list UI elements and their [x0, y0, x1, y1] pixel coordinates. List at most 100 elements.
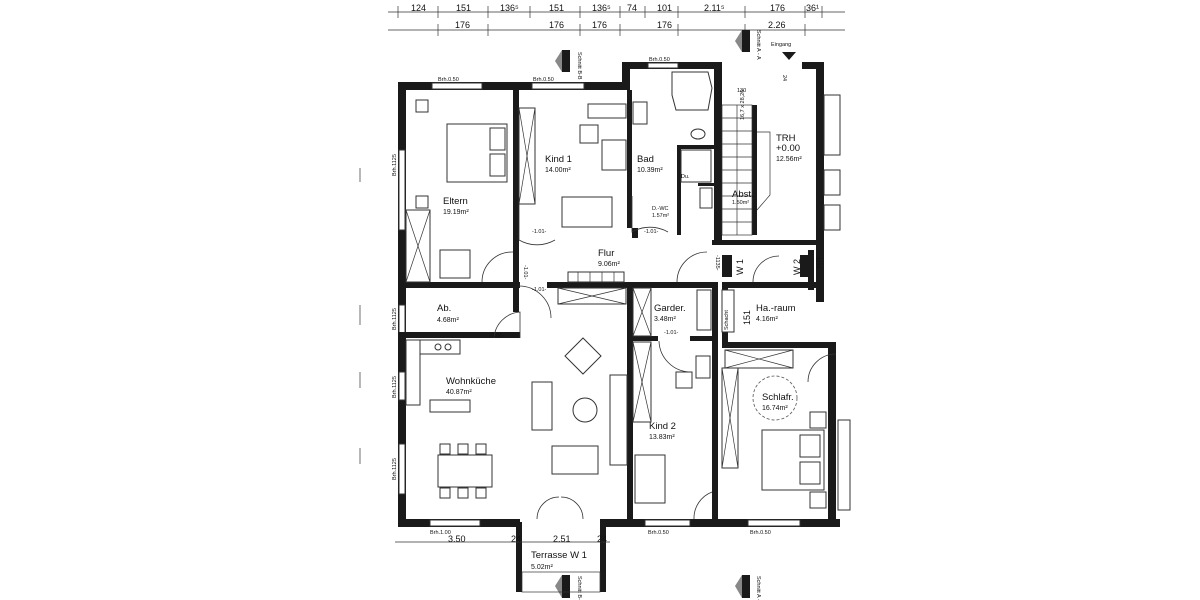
dim-130: 130	[737, 88, 746, 94]
room-trh-level: +0.00	[776, 143, 800, 154]
dim-top-9: 176	[770, 3, 785, 13]
doors	[481, 196, 837, 520]
room-terrasse: Terrasse W 1	[531, 550, 587, 561]
room-eltern-area: 19.19m²	[443, 209, 469, 216]
door-label-2: -1.01-	[644, 229, 659, 235]
room-ab: Ab.	[437, 303, 451, 314]
wardrobe-eltern	[405, 209, 471, 283]
brh-label-3: Brh.0.50	[649, 57, 670, 63]
room-schlafr: Schlafr.	[762, 392, 794, 403]
dim-bottom-2: 24	[511, 534, 521, 544]
dim-top-10: 36¹	[806, 3, 819, 13]
room-trh: TRH	[776, 133, 796, 144]
door-label-7: -1135-	[714, 255, 720, 271]
door-label-4: -1.01-	[490, 333, 505, 339]
door-label-1: -1.01-	[532, 229, 547, 235]
dim-top-6: 74	[627, 3, 637, 13]
brh-label-10: Brh.1125	[392, 458, 398, 480]
wall-marker-w1-label: W 1	[735, 259, 745, 275]
furniture-flur	[557, 271, 627, 305]
room-terrasse-area: 5.02m²	[531, 564, 553, 571]
stair-label: 16,7 x 28,26	[740, 90, 746, 120]
entrance-label: Eingang	[771, 42, 791, 48]
brh-label-2: Brh.0.50	[533, 77, 554, 83]
room-garder-area: 3.48m²	[654, 316, 676, 323]
top-dimension-chain: 124 151 136⁵ 151 136⁵ 74 101 2.11⁵ 176 3…	[388, 3, 845, 36]
room-wohnkueche-area: 40.87m²	[446, 389, 472, 396]
room-haraum-area: 4.16m²	[756, 316, 778, 323]
door-label-5: -1.01-	[664, 330, 679, 336]
room-schlafr-area: 16.74m²	[762, 405, 788, 412]
room-bad: Bad	[637, 154, 654, 165]
section-label-bb-top: Schnitt B-B	[576, 52, 582, 80]
staircase: 16,7 x 28,26 130	[721, 88, 771, 236]
dim-top2-3: 176	[592, 20, 607, 30]
dim-top-4: 151	[549, 3, 564, 13]
furniture-kind2	[632, 341, 711, 504]
room-flur: Flur	[598, 248, 614, 259]
brh-label-4: Brh.1.00	[430, 530, 451, 536]
dim-top2-4: 176	[657, 20, 672, 30]
room-bad-area: 10.39m²	[637, 167, 663, 174]
schacht-label: Schacht	[724, 310, 730, 330]
furniture-kind1	[518, 103, 627, 228]
dim-bottom-4: 24	[597, 534, 607, 544]
room-kind2-area: 13.83m²	[649, 434, 675, 441]
windows	[398, 62, 801, 527]
section-marker-aa-bottom: Schnitt A - A	[735, 575, 761, 600]
section-marker-aa-top: Schnitt A - A	[735, 30, 761, 60]
dim-top-5: 136⁵	[592, 3, 611, 13]
room-kind1-area: 14.00m²	[545, 167, 571, 174]
interior-walls	[398, 90, 836, 520]
section-label-aa-bottom: Schnitt A - A	[755, 576, 761, 600]
room-eltern: Eltern	[443, 196, 468, 207]
bottom-dimension-chain: 3.50 24 2.51 24	[395, 534, 610, 544]
furniture-schlafr	[721, 349, 827, 509]
room-kind1: Kind 1	[545, 154, 572, 165]
room-abst: Abst.	[732, 189, 754, 200]
room-flur-area: 9.06m²	[598, 261, 620, 268]
room-labels: Eltern 19.19m² Kind 1 14.00m² Bad 10.39m…	[437, 133, 802, 571]
dim-bottom-3: 2.51	[553, 534, 571, 544]
furniture-haraum	[721, 289, 735, 333]
dim-top-7: 101	[657, 3, 672, 13]
dim-24: 24	[781, 75, 787, 81]
section-label-aa-top: Schnitt A - A	[755, 30, 761, 60]
dim-top-3: 136⁵	[500, 3, 519, 13]
door-label-8: -1135-	[814, 255, 820, 271]
wall-marker-w1: W 1	[722, 255, 745, 277]
door-label-3: -1.01-	[532, 287, 547, 293]
brh-label-7: Brh.1125	[392, 154, 398, 176]
room-haraum: Ha.-raum	[756, 303, 796, 314]
section-marker-bb-bottom: Schnitt B-B	[555, 575, 582, 600]
dim-top-8: 2.11⁵	[704, 3, 725, 13]
room-abst-area: 1.50m²	[732, 200, 749, 206]
door-labels: -1.01- -1.01- -1.01- -1.01- -1.01- -1.01…	[490, 229, 820, 339]
brh-label-9: Brh.1125	[392, 376, 398, 398]
terrace	[516, 522, 606, 593]
furniture-wohnkueche	[405, 337, 628, 499]
room-wc: D.-WC	[652, 206, 669, 212]
room-wohnkueche: Wohnküche	[446, 376, 496, 387]
door-label-6: -1.01-	[522, 265, 528, 280]
room-ab-area: 4.68m²	[437, 317, 459, 324]
section-label-bb-bottom: Schnitt B-B	[576, 576, 582, 600]
bed-eltern	[415, 99, 508, 209]
entrance-marker: Eingang	[771, 42, 796, 60]
dim-top2-1: 176	[455, 20, 470, 30]
shower-label: Du.	[681, 174, 690, 180]
dim-top-1: 124	[411, 3, 426, 13]
wall-marker-w2: W 2	[792, 255, 810, 277]
room-garder: Garder.	[654, 303, 686, 314]
furniture-bad: Du.	[632, 71, 713, 209]
wall-marker-w2-label: W 2	[792, 259, 802, 275]
dim-top2-2: 176	[549, 20, 564, 30]
brh-label-6: Brh.0.50	[750, 530, 771, 536]
dim-top2-5: 2.26	[768, 20, 786, 30]
section-marker-bb-top: Schnitt B-B	[555, 50, 582, 80]
room-trh-area: 12.56m²	[776, 156, 802, 163]
dim-top-2: 151	[456, 3, 471, 13]
window-height-labels: Brh.0.50 Brh.0.50 Brh.0.50 Brh.1.00 Brh.…	[392, 57, 771, 536]
brh-label-1: Brh.0.50	[438, 77, 459, 83]
